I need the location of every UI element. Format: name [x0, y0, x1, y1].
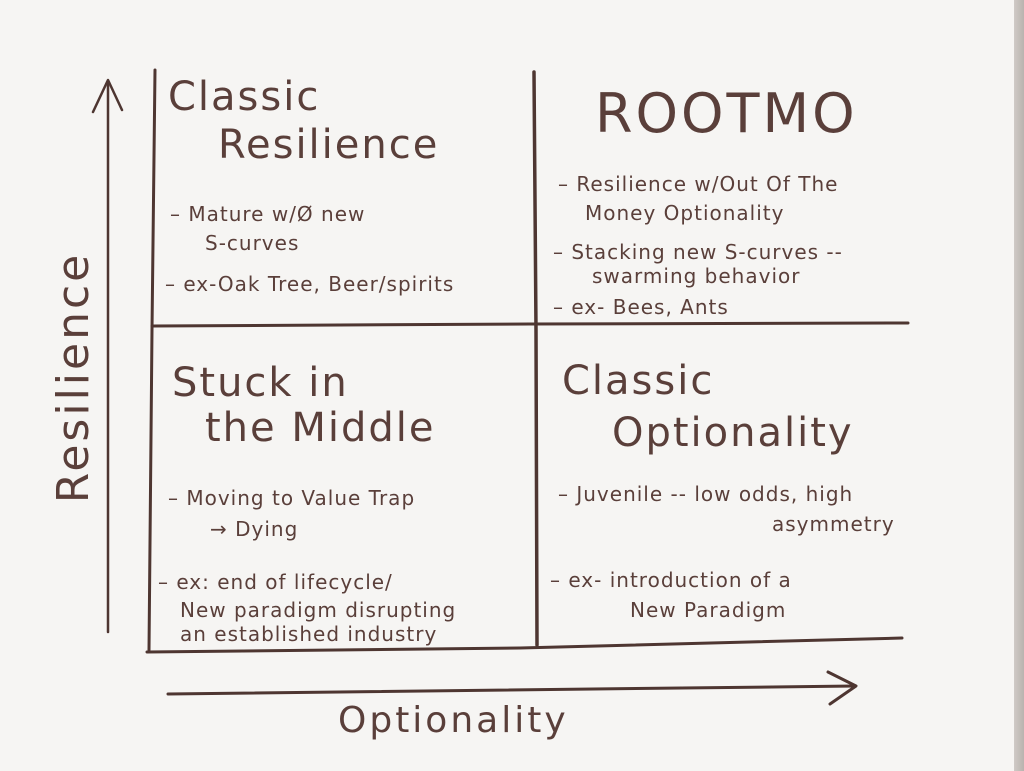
bottom-right-title-line1: Classic: [562, 358, 715, 404]
left-border-line: [147, 68, 157, 652]
bottom-right-title-line2: Optionality: [612, 410, 854, 456]
x-axis-arrowhead: [826, 670, 858, 706]
x-axis-arrow-line: [166, 684, 857, 696]
bottom-left-bullet-2: → Dying: [210, 517, 299, 541]
top-left-bullet-1: – Mature w/Ø new: [170, 202, 366, 226]
y-axis-label: Resilience: [48, 251, 100, 504]
bottom-left-bullet-1: – Moving to Value Trap: [168, 486, 416, 510]
top-left-bullet-2: S-curves: [205, 231, 300, 255]
top-right-bullet-1: – Resilience w/Out Of The: [558, 172, 839, 196]
x-axis-label: Optionality: [338, 700, 569, 741]
y-axis-arrowhead: [91, 78, 124, 114]
paper-edge: [1014, 0, 1024, 771]
top-left-title-line2: Resilience: [218, 122, 440, 168]
bottom-left-title-line1: Stuck in: [172, 360, 349, 406]
center-vertical-line: [532, 70, 539, 647]
bottom-left-bullet-4: New paradigm disrupting: [180, 598, 457, 622]
bottom-left-bullet-5: an established industry: [180, 622, 438, 646]
top-right-bullet-2: Money Optionality: [585, 201, 785, 225]
top-left-bullet-3: – ex-Oak Tree, Beer/spirits: [165, 272, 455, 296]
bottom-left-bullet-3: – ex: end of lifecycle/: [158, 570, 393, 594]
center-horizontal-line: [150, 321, 910, 328]
top-right-bullet-3: – Stacking new S-curves --: [553, 240, 843, 264]
bottom-right-bullet-4: New Paradigm: [630, 598, 787, 622]
top-left-title-line1: Classic: [168, 74, 321, 120]
top-right-bullet-5: – ex- Bees, Ants: [553, 295, 729, 319]
bottom-left-title-line2: the Middle: [205, 405, 436, 451]
top-right-title: ROOTMO: [595, 82, 858, 145]
bottom-right-bullet-2: asymmetry: [772, 512, 895, 536]
bottom-right-bullet-3: – ex- introduction of a: [550, 568, 792, 592]
bottom-right-bullet-1: – Juvenile -- low odds, high: [558, 482, 854, 506]
top-right-bullet-4: swarming behavior: [592, 264, 801, 288]
bottom-border-line: [145, 636, 904, 654]
